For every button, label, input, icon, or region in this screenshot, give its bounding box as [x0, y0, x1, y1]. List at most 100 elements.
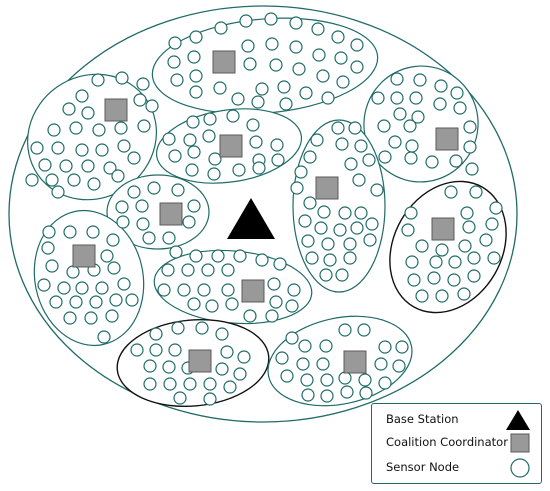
sensor-node [393, 107, 407, 121]
sensor-node [69, 295, 83, 309]
sensor-node [404, 151, 418, 165]
sensor-node [51, 141, 65, 155]
sensor-node [298, 214, 312, 228]
sensor-node [147, 181, 161, 195]
sensor-node [401, 223, 415, 237]
sensor-node [97, 330, 111, 344]
sensor-node [405, 139, 419, 153]
sensor-node [374, 357, 388, 371]
sensor-node [407, 273, 421, 287]
sensor-node [187, 297, 201, 311]
sensor-node [169, 245, 183, 259]
sensor-node [350, 221, 364, 235]
sensor-node [271, 153, 285, 167]
sensor-node [207, 167, 221, 181]
sensor-node [81, 159, 95, 173]
sensor-node [168, 149, 182, 163]
sensor-node [352, 173, 366, 187]
sensor-node [405, 255, 419, 269]
sensor-node [75, 143, 89, 157]
sensor-node [453, 101, 467, 115]
sensor-node [357, 323, 371, 337]
sensor-node [201, 263, 215, 277]
sensor-node [425, 155, 439, 169]
sensor-node [277, 80, 291, 94]
sensor-node [49, 295, 63, 309]
sensor-node [290, 181, 304, 195]
sensor-node [370, 183, 384, 197]
sensor-node [183, 377, 197, 391]
sensor-node [205, 299, 219, 313]
sensor-node [285, 331, 299, 345]
sensor-node [226, 109, 240, 123]
sensor-node [168, 36, 182, 50]
sensor-node [279, 97, 293, 111]
sensor-node [100, 249, 114, 263]
sensor-node [75, 89, 89, 103]
sensor-node [45, 259, 59, 273]
sensor-node [157, 283, 171, 297]
sensor-node [136, 77, 150, 91]
sensor-node [448, 255, 462, 269]
sensor-node [415, 289, 429, 303]
coalition-coordinator [159, 202, 183, 226]
sensor-node [317, 205, 331, 219]
sensor-node [435, 243, 449, 257]
sensor-node [485, 217, 499, 231]
coalition-coordinator [343, 350, 367, 374]
sensor-node [319, 268, 333, 282]
sensor-node [127, 185, 141, 199]
sensor-node [343, 251, 357, 265]
sensor-node [411, 110, 425, 124]
sensor-node [63, 311, 77, 325]
sensor-node [310, 133, 324, 147]
sensor-node [305, 251, 319, 265]
sensor-node [287, 283, 301, 297]
sensor-node [87, 177, 101, 191]
sensor-node [167, 55, 181, 69]
legend-box: Base Station Coalition Coordinator Senso… [371, 403, 542, 484]
sensor-node [173, 391, 187, 405]
sensor-node [233, 249, 247, 263]
sensor-node [215, 362, 229, 376]
sensor-node [433, 97, 447, 111]
sensor-node [255, 253, 269, 267]
sensor-node [75, 281, 89, 295]
sensor-node [59, 159, 73, 173]
sensor-node [319, 339, 333, 353]
sensor-node [109, 293, 123, 307]
sensor-node [237, 350, 251, 364]
sensor-node [323, 253, 337, 267]
sensor-node [51, 185, 65, 199]
sensor-node [251, 95, 265, 109]
sensor-node [214, 21, 228, 35]
sensor-node [63, 225, 77, 239]
sensor-node [130, 343, 144, 357]
sensor-node [334, 51, 348, 65]
coalition-coordinator [315, 176, 339, 200]
sensor-node [280, 369, 294, 383]
sensor-node [338, 371, 352, 385]
sensor-node [378, 340, 392, 354]
sensor-node [208, 152, 222, 166]
sensor-node [294, 165, 308, 179]
sensor-node [321, 237, 335, 251]
sensor-node [84, 311, 98, 325]
sensor-node [273, 257, 287, 271]
coalition-coordinator [219, 134, 243, 158]
sensor-node [444, 185, 458, 199]
sensor-node [390, 91, 404, 105]
sensor-node [215, 327, 229, 341]
sensor-node [298, 339, 312, 353]
sensor-node [232, 163, 246, 177]
sensor-node [195, 321, 209, 335]
sensor-node [314, 221, 328, 235]
sensor-node [301, 234, 315, 248]
sensor-node [331, 121, 345, 135]
coalition-coordinator [72, 244, 96, 268]
sensor-node [333, 223, 347, 237]
sensor-node [462, 220, 476, 234]
sensor-node [249, 135, 263, 149]
sensor-node [185, 163, 199, 177]
